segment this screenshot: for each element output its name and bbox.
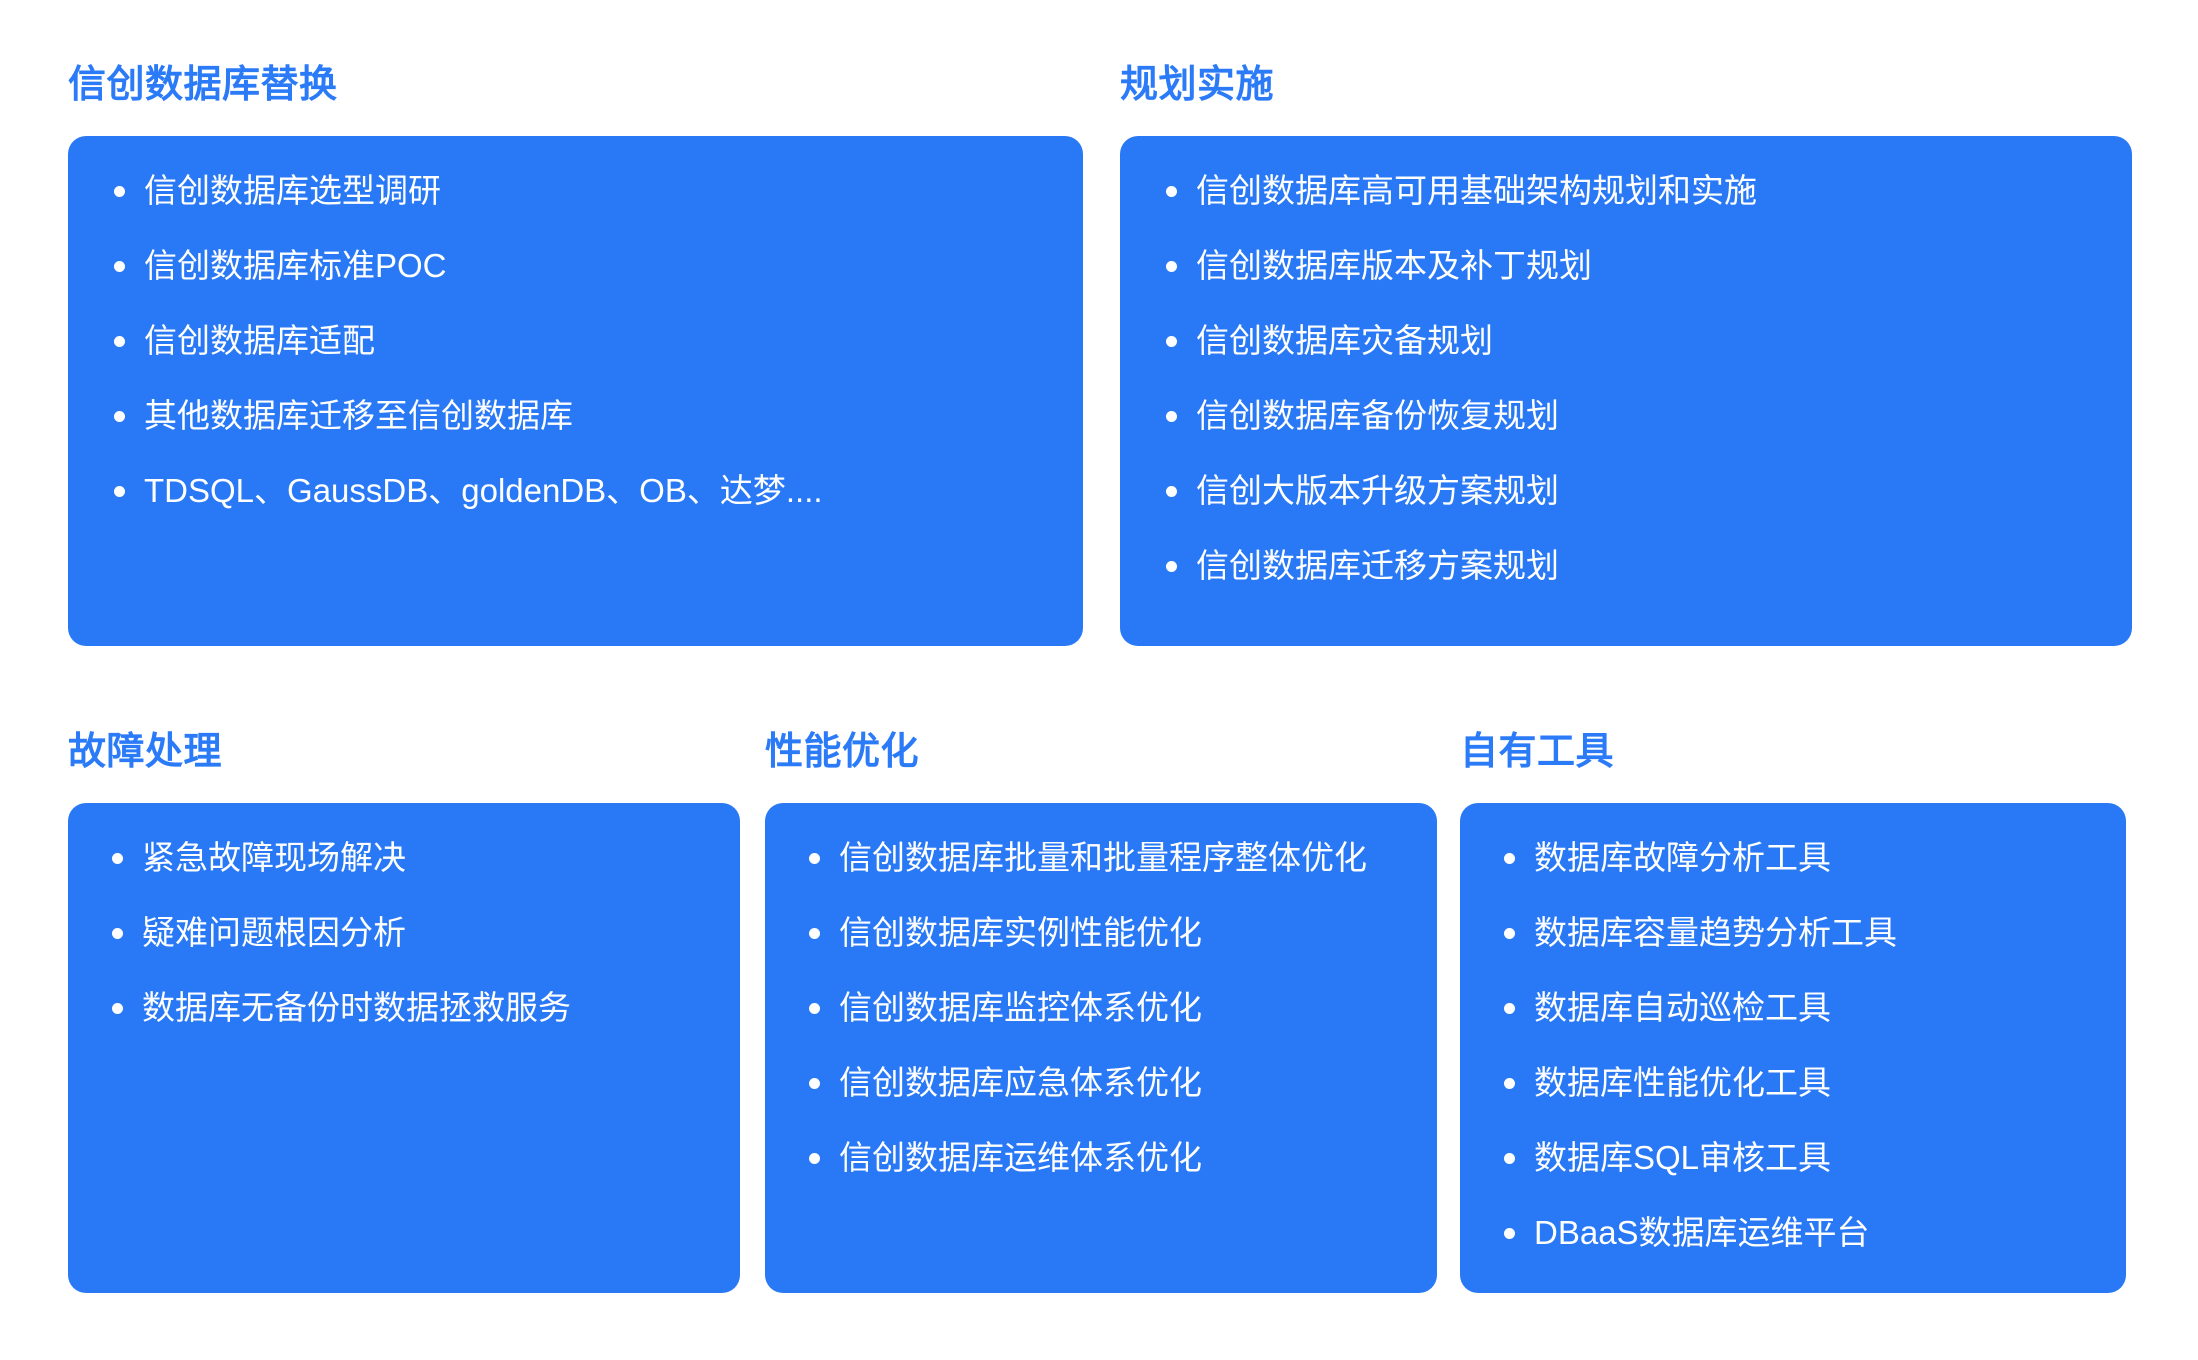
list-item-label: 数据库性能优化工具	[1534, 1064, 1831, 1101]
bullet-icon	[112, 1003, 123, 1014]
list-tools: 数据库故障分析工具 数据库容量趋势分析工具 数据库自动巡检工具 数据库性能优化工…	[1488, 841, 2098, 1249]
list-item: 信创数据库标准POC	[98, 249, 1053, 282]
list-item: 数据库SQL审核工具	[1488, 1141, 2098, 1174]
bullet-icon	[114, 336, 125, 347]
list-item-label: 信创数据库适配	[144, 322, 375, 359]
card-fault: 紧急故障现场解决 疑难问题根因分析 数据库无备份时数据拯救服务	[68, 803, 740, 1293]
list-item: 信创数据库实例性能优化	[793, 916, 1409, 949]
list-item: 信创数据库批量和批量程序整体优化	[793, 841, 1409, 874]
list-item-label: 信创数据库备份恢复规划	[1196, 397, 1559, 434]
bullet-icon	[1166, 186, 1177, 197]
list-item: 信创数据库高可用基础架构规划和实施	[1150, 174, 2102, 207]
bullet-icon	[112, 928, 123, 939]
card-performance: 信创数据库批量和批量程序整体优化 信创数据库实例性能优化 信创数据库监控体系优化…	[765, 803, 1437, 1293]
list-item: 紧急故障现场解决	[96, 841, 712, 874]
list-item: 信创数据库备份恢复规划	[1150, 399, 2102, 432]
list-item-label: 信创数据库实例性能优化	[839, 914, 1202, 951]
list-item: 信创数据库迁移方案规划	[1150, 549, 2102, 582]
list-item: DBaaS数据库运维平台	[1488, 1216, 2098, 1249]
list-item: 数据库性能优化工具	[1488, 1066, 2098, 1099]
bullet-icon	[1166, 336, 1177, 347]
card-planning: 信创数据库高可用基础架构规划和实施 信创数据库版本及补丁规划 信创数据库灾备规划…	[1120, 136, 2132, 646]
list-item: 其他数据库迁移至信创数据库	[98, 399, 1053, 432]
list-performance: 信创数据库批量和批量程序整体优化 信创数据库实例性能优化 信创数据库监控体系优化…	[793, 841, 1409, 1174]
list-item-label: 信创数据库运维体系优化	[839, 1139, 1202, 1176]
list-item-label: 信创数据库高可用基础架构规划和实施	[1196, 172, 1757, 209]
section-title-replacement: 信创数据库替换	[68, 64, 338, 106]
bullet-icon	[1504, 1003, 1515, 1014]
section-title-performance: 性能优化	[765, 731, 920, 773]
bullet-icon	[114, 186, 125, 197]
list-item-label: 数据库自动巡检工具	[1534, 989, 1831, 1026]
list-item-label: 信创数据库标准POC	[144, 247, 447, 284]
list-planning: 信创数据库高可用基础架构规划和实施 信创数据库版本及补丁规划 信创数据库灾备规划…	[1150, 174, 2102, 582]
list-item: 数据库容量趋势分析工具	[1488, 916, 2098, 949]
section-title-planning: 规划实施	[1120, 64, 1275, 106]
card-replacement: 信创数据库选型调研 信创数据库标准POC 信创数据库适配 其他数据库迁移至信创数…	[68, 136, 1083, 646]
section-title-tools: 自有工具	[1460, 731, 1615, 773]
bullet-icon	[1166, 561, 1177, 572]
list-item-label: DBaaS数据库运维平台	[1534, 1214, 1870, 1251]
list-item: 疑难问题根因分析	[96, 916, 712, 949]
bullet-icon	[1504, 853, 1515, 864]
list-item: 信创数据库选型调研	[98, 174, 1053, 207]
list-item-label: 信创数据库批量和批量程序整体优化	[839, 839, 1367, 876]
list-item-label: 信创数据库应急体系优化	[839, 1064, 1202, 1101]
section-proprietary-tools: 自有工具 数据库故障分析工具 数据库容量趋势分析工具 数据库自动巡检工具 数据库…	[1460, 733, 2126, 1293]
list-item-label: 信创数据库版本及补丁规划	[1196, 247, 1592, 284]
list-item-label: 信创数据库选型调研	[144, 172, 441, 209]
bullet-icon	[1504, 1153, 1515, 1164]
list-item-label: 信创数据库监控体系优化	[839, 989, 1202, 1026]
bullet-icon	[114, 411, 125, 422]
bullet-icon	[1166, 486, 1177, 497]
bullet-icon	[1504, 1228, 1515, 1239]
bullet-icon	[809, 1153, 820, 1164]
bullet-icon	[114, 486, 125, 497]
bullet-icon	[1166, 411, 1177, 422]
list-item: TDSQL、GaussDB、goldenDB、OB、达梦....	[98, 474, 1053, 507]
list-item-label: 其他数据库迁移至信创数据库	[144, 397, 573, 434]
list-item: 信创数据库版本及补丁规划	[1150, 249, 2102, 282]
list-item: 信创数据库监控体系优化	[793, 991, 1409, 1024]
list-item: 信创数据库灾备规划	[1150, 324, 2102, 357]
section-fault-handling: 故障处理 紧急故障现场解决 疑难问题根因分析 数据库无备份时数据拯救服务	[68, 733, 740, 1293]
list-item: 信创数据库应急体系优化	[793, 1066, 1409, 1099]
list-item: 数据库自动巡检工具	[1488, 991, 2098, 1024]
list-item-label: 信创大版本升级方案规划	[1196, 472, 1559, 509]
section-xinchuang-db-replacement: 信创数据库替换 信创数据库选型调研 信创数据库标准POC 信创数据库适配 其他数…	[68, 66, 1083, 646]
list-item-label: 数据库容量趋势分析工具	[1534, 914, 1897, 951]
section-title-fault: 故障处理	[68, 731, 223, 773]
bullet-icon	[809, 1003, 820, 1014]
list-item-label: 信创数据库灾备规划	[1196, 322, 1493, 359]
list-item-label: 信创数据库迁移方案规划	[1196, 547, 1559, 584]
bullet-icon	[809, 928, 820, 939]
list-item-label: 数据库故障分析工具	[1534, 839, 1831, 876]
list-item-label: TDSQL、GaussDB、goldenDB、OB、达梦....	[144, 472, 823, 509]
bullet-icon	[1504, 928, 1515, 939]
bullet-icon	[112, 853, 123, 864]
list-replacement: 信创数据库选型调研 信创数据库标准POC 信创数据库适配 其他数据库迁移至信创数…	[98, 174, 1053, 507]
list-item: 信创数据库运维体系优化	[793, 1141, 1409, 1174]
bullet-icon	[1166, 261, 1177, 272]
list-item: 数据库无备份时数据拯救服务	[96, 991, 712, 1024]
bullet-icon	[809, 853, 820, 864]
list-item: 信创大版本升级方案规划	[1150, 474, 2102, 507]
card-tools: 数据库故障分析工具 数据库容量趋势分析工具 数据库自动巡检工具 数据库性能优化工…	[1460, 803, 2126, 1293]
section-performance-optimization: 性能优化 信创数据库批量和批量程序整体优化 信创数据库实例性能优化 信创数据库监…	[765, 733, 1437, 1293]
bullet-icon	[1504, 1078, 1515, 1089]
list-item-label: 紧急故障现场解决	[142, 839, 406, 876]
list-item-label: 数据库SQL审核工具	[1534, 1139, 1832, 1176]
list-fault: 紧急故障现场解决 疑难问题根因分析 数据库无备份时数据拯救服务	[96, 841, 712, 1024]
list-item-label: 疑难问题根因分析	[142, 914, 406, 951]
list-item: 数据库故障分析工具	[1488, 841, 2098, 874]
list-item-label: 数据库无备份时数据拯救服务	[142, 989, 571, 1026]
section-planning-implementation: 规划实施 信创数据库高可用基础架构规划和实施 信创数据库版本及补丁规划 信创数据…	[1120, 66, 2132, 646]
bullet-icon	[114, 261, 125, 272]
bullet-icon	[809, 1078, 820, 1089]
list-item: 信创数据库适配	[98, 324, 1053, 357]
